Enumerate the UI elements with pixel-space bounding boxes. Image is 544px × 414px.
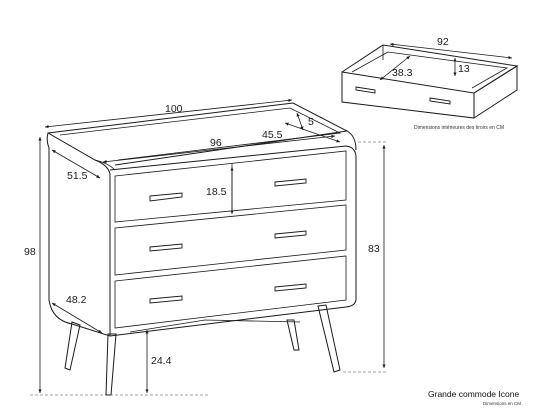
body-height-label: 83: [368, 243, 380, 255]
dim-line-overall-width: [44, 98, 293, 129]
drawer-height-label: 13: [458, 63, 470, 75]
legs: [64, 304, 341, 396]
drawer-detail: 92 38.3 13 Dimensions intérieures des ti…: [341, 36, 519, 131]
handle-bottom-right: [274, 283, 307, 292]
handle-top-left: [149, 192, 183, 202]
handle-top-right: [274, 178, 307, 187]
dim-line-drawer-width: [389, 42, 513, 60]
caption: Grande commode Icone Dimensions en CM: [428, 389, 521, 406]
drawer-detail-handle-left: [355, 86, 376, 94]
leg-height-label: 24.4: [151, 355, 172, 367]
dim-line-side-depth: [51, 149, 101, 179]
leg-front-left: [105, 333, 117, 396]
drawer-front-bottom: [114, 255, 347, 329]
leg-back-left: [64, 321, 81, 371]
side-depth-label: 51.5: [67, 170, 88, 182]
drawer-width-label: 92: [437, 36, 449, 48]
dim-line-drawer-depth: [379, 55, 411, 81]
handle-bottom-left: [149, 295, 183, 304]
drawer-depth-label: 38.3: [392, 67, 413, 79]
drawer-dimensions-note: Dimensions intérieures des tiroirs en CM: [414, 125, 504, 131]
handle-middle-right: [274, 230, 307, 239]
gap-height-label: 18.5: [206, 186, 227, 198]
overall-width-label: 100: [165, 103, 183, 115]
total-height-label: 98: [24, 246, 36, 258]
top-inner-width-label: 96: [210, 137, 222, 149]
top-rim-label: 5: [308, 116, 314, 128]
drawer-detail-handle-right: [429, 97, 451, 105]
leg-back-right: [286, 319, 300, 351]
product-title: Grande commode Icone: [428, 389, 519, 399]
lower-depth-label: 48.2: [66, 294, 87, 306]
dimension-labels: 100 96 45.5 5 51.5 18.5 98 83 48.2 24.4: [24, 103, 380, 367]
units-note: Dimensions en CM: [483, 401, 521, 406]
handle-middle-left: [149, 243, 183, 252]
leg-front-right: [317, 304, 341, 373]
dim-line-lower-depth: [51, 302, 103, 334]
drawer-front-top: [114, 150, 347, 223]
dimension-lines: [30, 98, 387, 396]
top-depth-label: 45.5: [262, 129, 283, 141]
drawer-front-middle: [114, 204, 347, 276]
commode-body: [46, 102, 357, 337]
dim-line-top-rim: [296, 112, 304, 131]
dim-line-top-depth: [284, 122, 341, 143]
